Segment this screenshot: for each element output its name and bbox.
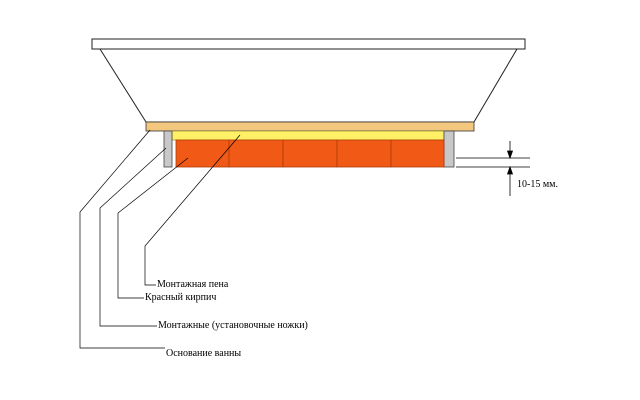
mounting-leg-left — [163, 130, 173, 168]
bathtub-base-board — [145, 121, 475, 132]
dim-arrow-top — [506, 150, 514, 160]
gap-dimension — [456, 141, 530, 196]
label-red-brick: Красный кирпич — [145, 292, 217, 303]
bathtub-rim — [91, 38, 526, 50]
mounting-foam-layer — [171, 130, 445, 141]
brick-5 — [390, 139, 445, 168]
leader-base — [79, 129, 165, 349]
leader-lines — [79, 129, 241, 349]
brick-3 — [282, 139, 338, 168]
label-mounting-foam: Монтажная пена — [157, 279, 229, 290]
label-gap-dimension: 10-15 мм. — [517, 179, 558, 190]
brick-1 — [175, 139, 230, 168]
leader-brick — [117, 157, 189, 299]
label-bathtub-base: Основание ванны — [166, 348, 242, 359]
leader-foam — [144, 134, 241, 286]
red-brick-row — [175, 139, 445, 168]
brick-2 — [228, 139, 284, 168]
bathtub-body — [99, 48, 518, 123]
label-mounting-legs: Монтажные (установочные ножки) — [158, 320, 308, 331]
brick-4 — [336, 139, 392, 168]
mounting-leg-right — [443, 130, 455, 168]
leader-legs — [99, 147, 167, 327]
dim-arrow-bottom — [506, 165, 514, 175]
